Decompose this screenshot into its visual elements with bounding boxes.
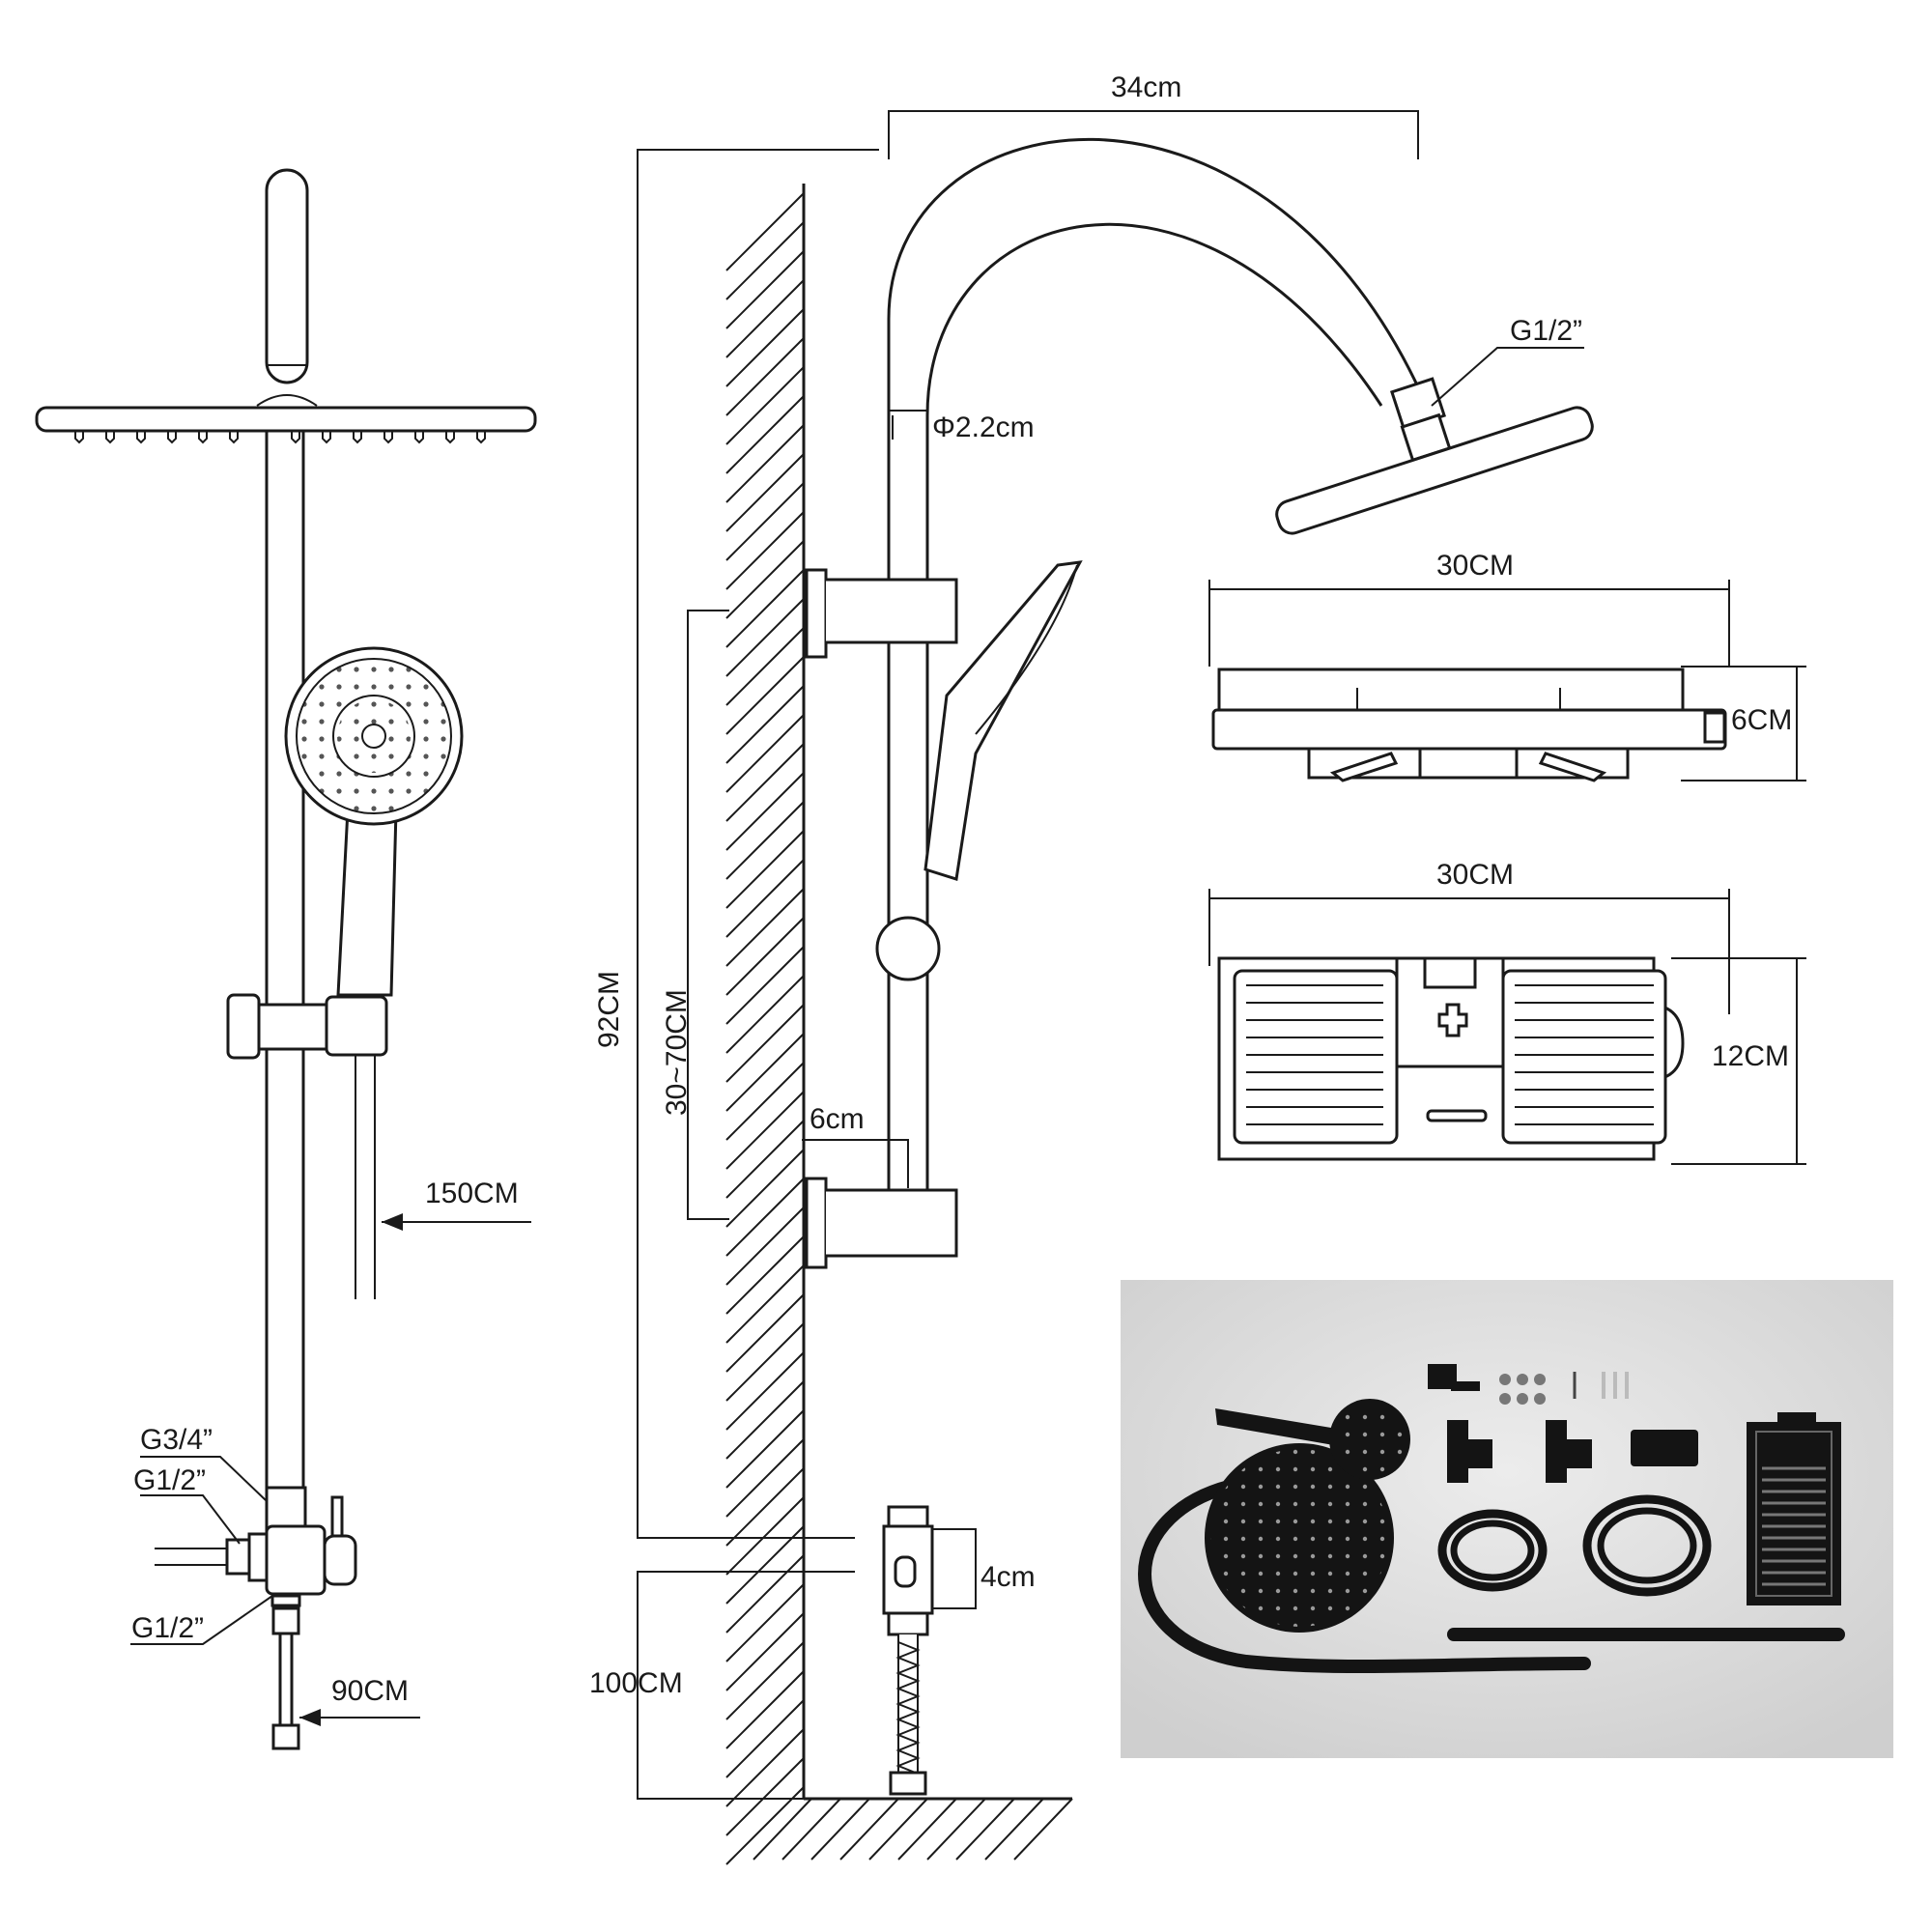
inlet-bottom-label: G1/2” xyxy=(131,1612,204,1644)
inlet-top-label: G3/4” xyxy=(140,1424,213,1456)
shelf-height-label: 12CM xyxy=(1712,1040,1789,1072)
hand-shower-side xyxy=(923,560,1083,881)
hand-hose-label: 150CM xyxy=(425,1178,519,1209)
rain-thread-label: G1/2” xyxy=(1510,315,1582,347)
rain-head-side xyxy=(1275,377,1594,535)
inlet-hose-label: 90CM xyxy=(331,1675,409,1707)
total-height-label: 92CM xyxy=(593,971,625,1048)
shelf-width-top-label: 30CM xyxy=(1436,859,1514,891)
rain-head-icon xyxy=(35,406,537,433)
floor-height-label: 100CM xyxy=(589,1667,683,1699)
slide-knob xyxy=(875,916,941,981)
photo-hand-shower xyxy=(1215,1399,1410,1480)
side-view: 92CM 30~70CM 100CM 34cm Φ2.2cm G1/2” xyxy=(589,71,1594,1865)
holder-offset-label: 6cm xyxy=(810,1103,865,1135)
slide-range-label: 30~70CM xyxy=(661,989,693,1116)
diverter-valve-icon xyxy=(155,1486,357,1750)
soap-shelf-side: 30CM 6CM xyxy=(1208,550,1806,782)
shelf-width-side-label: 30CM xyxy=(1436,550,1514,582)
shelf-depth-label: 6CM xyxy=(1731,704,1792,736)
front-view: 150CM G3/4” G1/2” G1/2” 90CM xyxy=(35,168,537,1750)
inlet-side-label: G1/2” xyxy=(133,1464,206,1496)
hand-shower-icon xyxy=(284,646,464,997)
top-cap xyxy=(265,168,309,384)
diverter-height-label: 4cm xyxy=(980,1561,1036,1593)
pipe-diameter-label: Φ2.2cm xyxy=(932,412,1035,443)
soap-shelf-icon: 30CM 12CM xyxy=(1208,859,1806,1165)
arm-width-label: 34cm xyxy=(1111,71,1181,103)
product-photo xyxy=(1121,1280,1893,1758)
